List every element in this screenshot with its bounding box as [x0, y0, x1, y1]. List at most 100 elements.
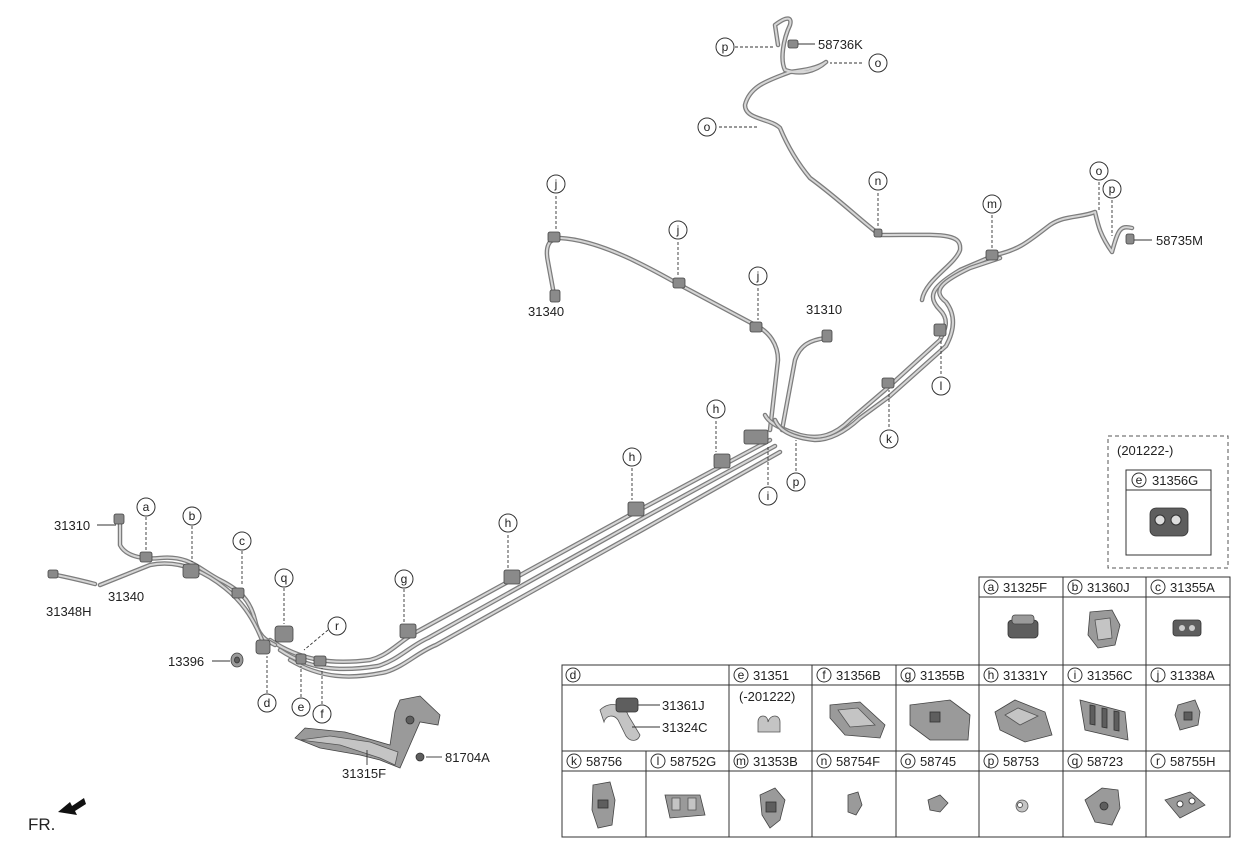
- callout-b[interactable]: b: [182, 506, 202, 526]
- legend-e-date: (-201222): [739, 689, 795, 704]
- callout-h2[interactable]: h: [622, 447, 642, 467]
- callout-e[interactable]: e: [291, 697, 311, 717]
- clip-q: [274, 625, 294, 643]
- callout-i[interactable]: i: [758, 486, 778, 506]
- clip-i: [743, 429, 769, 445]
- svg-text:58754F: 58754F: [836, 754, 880, 769]
- svg-text:n: n: [821, 754, 828, 768]
- svg-text:f: f: [320, 707, 324, 721]
- clip-b: [182, 563, 200, 579]
- fitting-31310-left: [113, 513, 125, 525]
- svg-text:31331Y: 31331Y: [1003, 668, 1048, 683]
- svg-text:l: l: [657, 754, 660, 768]
- callout-o-mid[interactable]: o: [697, 117, 717, 137]
- callouts: a b c q r d e f g h h h i p j j j k l m …: [136, 37, 1122, 724]
- legend-cell-i[interactable]: i 31356C: [1067, 667, 1133, 741]
- svg-text:31360J: 31360J: [1087, 580, 1130, 595]
- leader-lines: [97, 43, 1152, 765]
- svg-text:o: o: [704, 120, 711, 134]
- legend-cell-d[interactable]: d 31361J 31324C: [565, 667, 708, 741]
- label-31340-left: 31340: [108, 589, 144, 604]
- callout-p-right[interactable]: p: [1102, 179, 1122, 199]
- label-81704A: 81704A: [445, 750, 490, 765]
- svg-text:a: a: [988, 580, 995, 594]
- clip-n: [873, 228, 883, 238]
- callout-l[interactable]: l: [931, 376, 951, 396]
- svg-text:b: b: [1072, 580, 1079, 594]
- legend-cell-c[interactable]: c 31355A: [1150, 579, 1215, 637]
- svg-text:j: j: [756, 269, 760, 283]
- front-arrow-icon: [58, 798, 86, 815]
- svg-text:p: p: [988, 754, 995, 768]
- callout-d[interactable]: d: [257, 693, 277, 713]
- callout-j3[interactable]: j: [748, 266, 768, 286]
- legend-cell-k[interactable]: k 58756: [566, 753, 622, 829]
- label-31310-mid: 31310: [806, 302, 842, 317]
- callout-c[interactable]: c: [232, 531, 252, 551]
- legend-cell-f[interactable]: f 31356B: [816, 667, 886, 739]
- legend-cell-n[interactable]: n 58754F: [816, 753, 880, 816]
- callout-n[interactable]: n: [868, 171, 888, 191]
- svg-text:j: j: [676, 223, 680, 237]
- legend-cell-r[interactable]: r 58755H: [1150, 753, 1216, 819]
- legend-d-sub2: 31324C: [662, 720, 708, 735]
- legend-cell-l[interactable]: l 58752G: [650, 753, 716, 819]
- svg-text:k: k: [571, 754, 578, 768]
- bolt-81704A: [415, 752, 425, 762]
- svg-text:l: l: [940, 379, 943, 393]
- callout-p-top[interactable]: p: [715, 37, 735, 57]
- legend-cell-o[interactable]: o 58745: [900, 753, 956, 813]
- callout-m[interactable]: m: [982, 194, 1002, 214]
- svg-text:31356C: 31356C: [1087, 668, 1133, 683]
- svg-text:o: o: [905, 754, 912, 768]
- clip-h1: [503, 569, 521, 585]
- callout-a[interactable]: a: [136, 497, 156, 517]
- callout-h3[interactable]: h: [706, 399, 726, 419]
- svg-text:31338A: 31338A: [1170, 668, 1215, 683]
- svg-text:a: a: [143, 500, 150, 514]
- callout-o-top[interactable]: o: [868, 53, 888, 73]
- legend-cell-j[interactable]: j 31338A: [1150, 667, 1215, 731]
- callout-g[interactable]: g: [394, 569, 414, 589]
- legend-cell-h[interactable]: h 31331Y: [983, 667, 1053, 743]
- variant-date-label: (201222-): [1117, 443, 1173, 458]
- svg-text:31351: 31351: [753, 668, 789, 683]
- label-31315F: 31315F: [342, 766, 386, 781]
- legend-cell-e[interactable]: e 31351 (-201222): [733, 667, 795, 733]
- svg-text:58753: 58753: [1003, 754, 1039, 769]
- svg-text:58752G: 58752G: [670, 754, 716, 769]
- svg-text:58756: 58756: [586, 754, 622, 769]
- clip-f: [313, 655, 327, 667]
- legend-cell-q[interactable]: q 58723: [1067, 753, 1123, 826]
- callout-q[interactable]: q: [274, 568, 294, 588]
- legend-d-sub1: 31361J: [662, 698, 705, 713]
- callout-j2[interactable]: j: [668, 220, 688, 240]
- label-58736K: 58736K: [818, 37, 863, 52]
- legend-cell-b[interactable]: b 31360J: [1067, 579, 1130, 649]
- callout-p-center[interactable]: p: [786, 472, 806, 492]
- callout-o-right[interactable]: o: [1089, 161, 1109, 181]
- svg-text:31356B: 31356B: [836, 668, 881, 683]
- svg-text:h: h: [988, 668, 995, 682]
- callout-h1[interactable]: h: [498, 513, 518, 533]
- svg-text:m: m: [736, 754, 746, 768]
- svg-text:31325F: 31325F: [1003, 580, 1047, 595]
- svg-text:h: h: [713, 402, 720, 416]
- legend-cell-a[interactable]: a 31325F: [983, 579, 1047, 639]
- grommet-13396-drawing: [230, 652, 244, 668]
- callout-k[interactable]: k: [879, 429, 899, 449]
- svg-text:o: o: [1096, 164, 1103, 178]
- label-31348H: 31348H: [46, 604, 92, 619]
- svg-text:o: o: [875, 56, 882, 70]
- legend-cell-p[interactable]: p 58753: [983, 753, 1039, 813]
- clip-l: [933, 323, 947, 337]
- callout-f[interactable]: f: [312, 704, 332, 724]
- svg-text:58745: 58745: [920, 754, 956, 769]
- fuel-pipes: [49, 16, 1135, 679]
- callout-r[interactable]: r: [327, 616, 347, 636]
- variant-box: (201222-) e 31356G: [1107, 435, 1229, 569]
- part-labels: 58736K 58735M 31340 31310 31310 31340 31…: [46, 37, 1203, 781]
- legend-cell-m[interactable]: m 31353B: [733, 753, 798, 829]
- legend-cell-g[interactable]: g 31355B: [900, 667, 971, 741]
- callout-j1[interactable]: j: [546, 174, 566, 194]
